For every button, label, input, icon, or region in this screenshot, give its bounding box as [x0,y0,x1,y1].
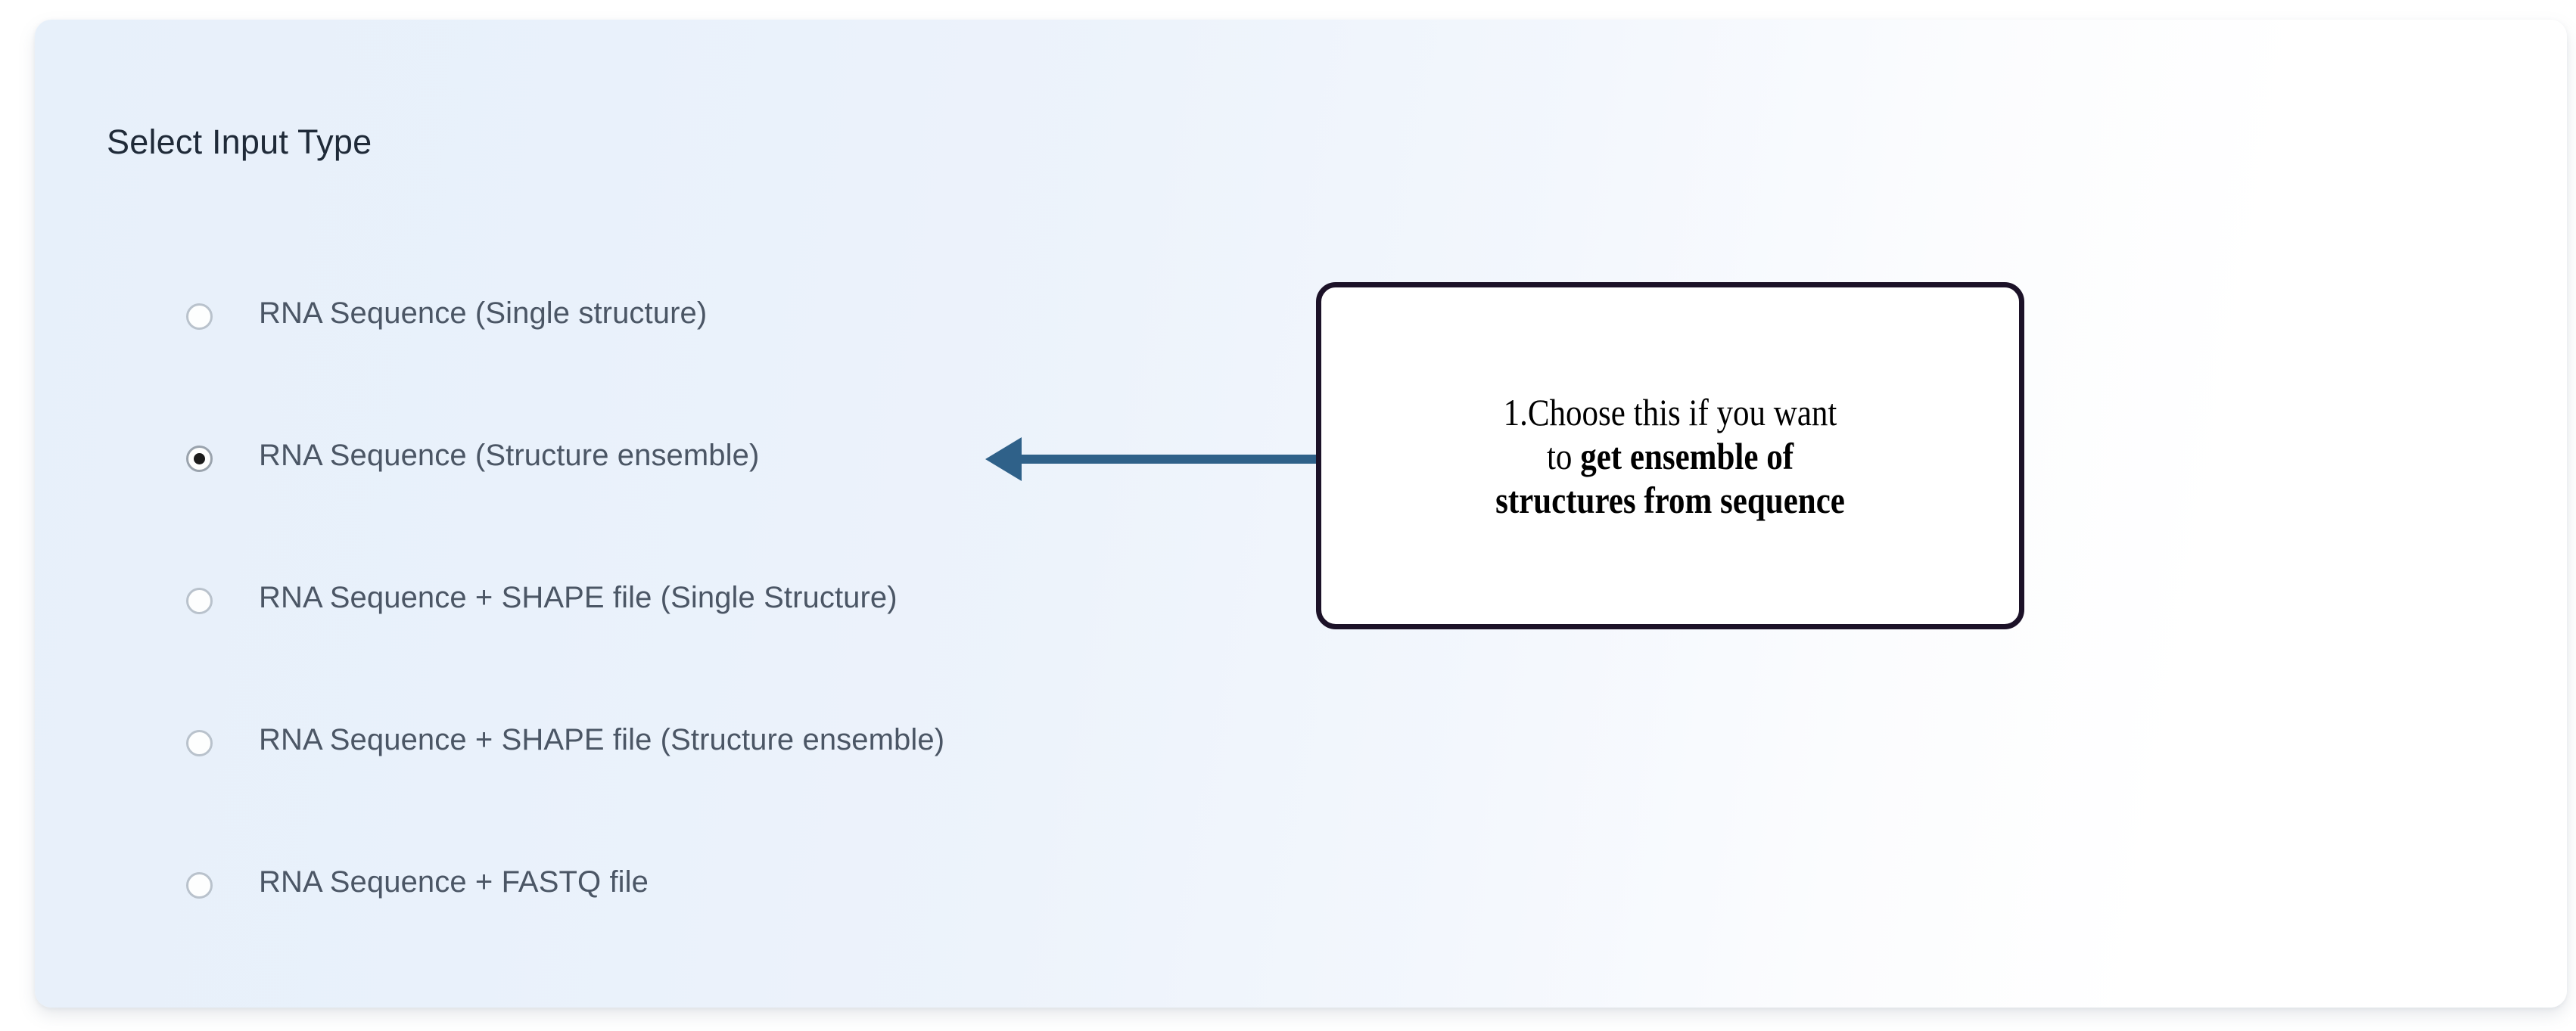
callout-line-1: 1.Choose this if you want [1503,390,1837,433]
radio-icon[interactable] [186,446,213,472]
callout-line-3-bold: structures from sequence [1495,478,1845,521]
annotation-callout-box: 1.Choose this if you want to get ensembl… [1316,282,2024,629]
radio-option-rna-sequence-shape-structure-ensemble[interactable]: RNA Sequence + SHAPE file (Structure ens… [132,713,1948,855]
annotation-callout-text: 1.Choose this if you want to get ensembl… [1370,390,1971,522]
radio-option-label: RNA Sequence + SHAPE file (Structure ens… [259,723,945,756]
radio-icon[interactable] [186,303,213,330]
radio-option-label: RNA Sequence (Structure ensemble) [259,439,760,472]
radio-icon[interactable] [186,588,213,614]
radio-icon[interactable] [186,872,213,899]
page-title: Select Input Type [107,123,372,161]
radio-option-rna-sequence-fastq[interactable]: RNA Sequence + FASTQ file [132,855,1948,997]
callout-line-2-plain: to [1546,434,1581,477]
select-input-type-card: Select Input Type RNA Sequence (Single s… [35,20,2567,1008]
radio-option-label: RNA Sequence (Single structure) [259,297,708,330]
radio-option-rna-sequence-structure-ensemble[interactable]: RNA Sequence (Structure ensemble) [132,428,1948,570]
radio-icon[interactable] [186,730,213,756]
callout-line-2-bold: get ensemble of [1580,434,1794,477]
input-type-radio-group: RNA Sequence (Single structure) RNA Sequ… [132,286,1948,997]
radio-option-rna-sequence-shape-single-structure[interactable]: RNA Sequence + SHAPE file (Single Struct… [132,570,1948,713]
radio-dot-icon [194,453,205,464]
annotation-arrow-left-icon [985,437,1321,481]
radio-option-rna-sequence-single-structure[interactable]: RNA Sequence (Single structure) [132,286,1948,428]
radio-option-label: RNA Sequence + FASTQ file [259,865,649,899]
radio-option-label: RNA Sequence + SHAPE file (Single Struct… [259,581,898,614]
